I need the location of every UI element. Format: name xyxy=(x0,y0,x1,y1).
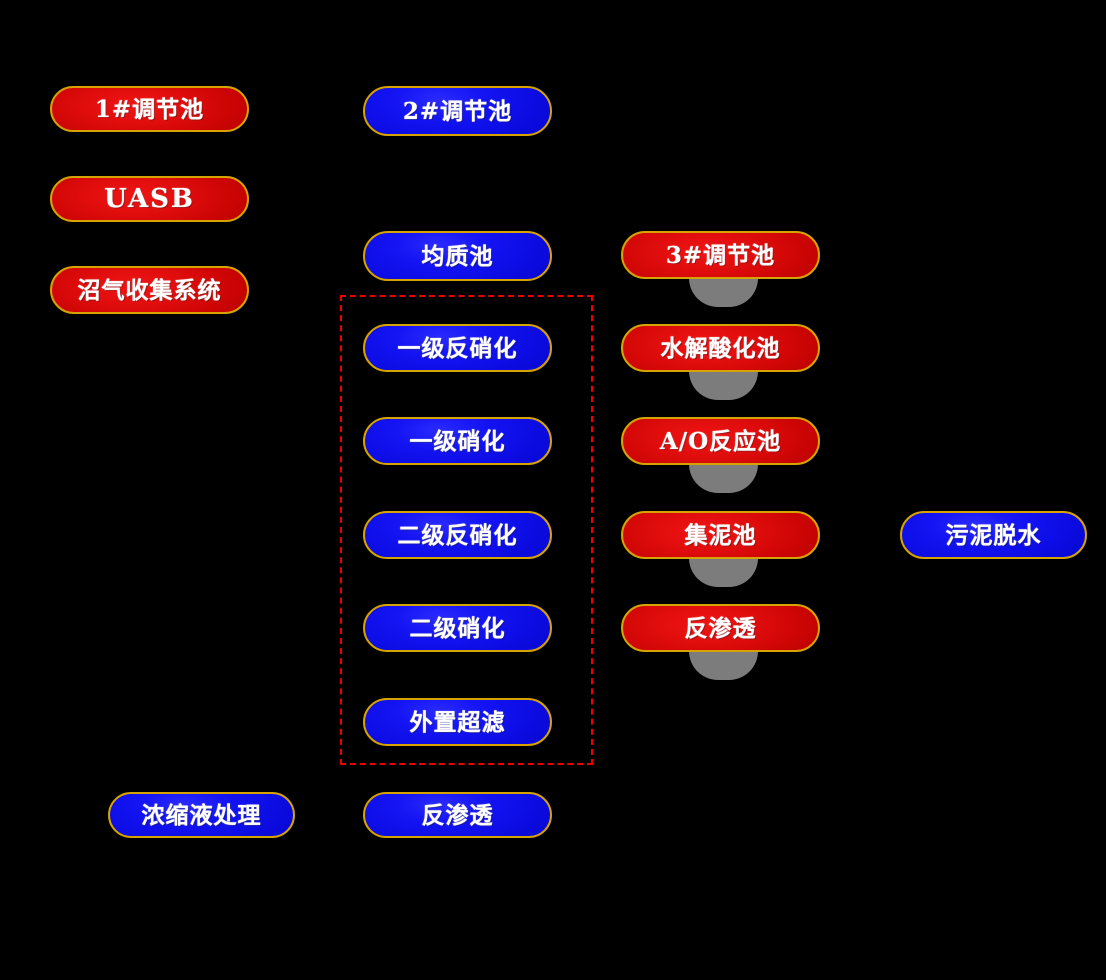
process-node-label: A/O反应池 xyxy=(659,427,782,455)
process-node-label: 反渗透 xyxy=(421,801,494,829)
process-node-label: 均质池 xyxy=(421,242,494,270)
process-node-label: 浓缩液处理 xyxy=(141,801,262,829)
process-node-label: 水解酸化池 xyxy=(660,334,781,362)
process-node-n14[interactable]: 水解酸化池 xyxy=(621,324,820,372)
process-node-label: 1#调节池 xyxy=(94,95,205,123)
process-node-n5[interactable]: 2#调节池 xyxy=(363,86,552,136)
process-node-n7[interactable]: 一级反硝化 xyxy=(363,324,552,372)
process-node-label: 二级硝化 xyxy=(409,614,506,642)
process-node-n8[interactable]: 一级硝化 xyxy=(363,417,552,465)
process-node-n9[interactable]: 二级反硝化 xyxy=(363,511,552,559)
process-node-label: 集泥池 xyxy=(684,521,757,549)
process-node-n6[interactable]: 均质池 xyxy=(363,231,552,281)
process-node-label: UASB xyxy=(104,184,195,214)
process-node-label: 一级硝化 xyxy=(409,427,506,455)
process-node-n15[interactable]: A/O反应池 xyxy=(621,417,820,465)
process-node-n12[interactable]: 反渗透 xyxy=(363,792,552,838)
process-node-label: 二级反硝化 xyxy=(397,521,518,549)
process-node-n18[interactable]: 污泥脱水 xyxy=(900,511,1087,559)
process-node-n3[interactable]: 沼气收集系统 xyxy=(50,266,249,314)
process-node-n10[interactable]: 二级硝化 xyxy=(363,604,552,652)
process-node-label: 3#调节池 xyxy=(665,241,776,269)
process-node-label: 2#调节池 xyxy=(402,97,513,125)
process-node-n13[interactable]: 3#调节池 xyxy=(621,231,820,279)
process-node-n11[interactable]: 外置超滤 xyxy=(363,698,552,746)
process-node-n2[interactable]: UASB xyxy=(50,176,249,222)
process-node-n17[interactable]: 反渗透 xyxy=(621,604,820,652)
process-node-label: 一级反硝化 xyxy=(397,334,518,362)
process-node-label: 反渗透 xyxy=(684,614,757,642)
process-node-n4[interactable]: 浓缩液处理 xyxy=(108,792,295,838)
process-node-label: 污泥脱水 xyxy=(945,521,1042,549)
process-node-label: 沼气收集系统 xyxy=(77,276,222,304)
process-node-n16[interactable]: 集泥池 xyxy=(621,511,820,559)
process-node-n1[interactable]: 1#调节池 xyxy=(50,86,249,132)
process-node-label: 外置超滤 xyxy=(409,708,506,736)
